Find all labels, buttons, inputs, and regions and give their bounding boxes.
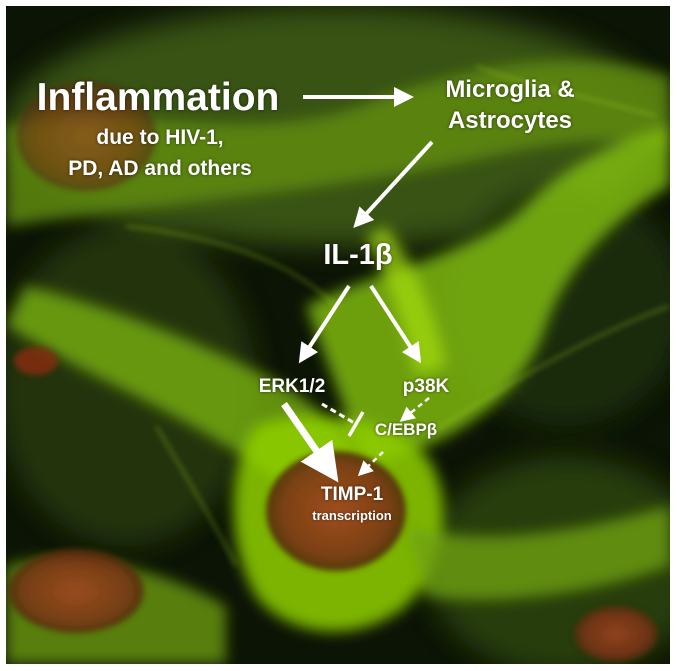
micrograph-panel: Inflammation due to HIV-1, PD, AD and ot… [6,6,670,664]
arrow-glia-to-il1b [353,140,434,228]
erk-label: ERK1/2 [258,376,326,397]
timp1-label: TIMP-1 [320,484,384,505]
glia-label-line1: Microglia & [445,76,575,103]
pathway-arrows [281,87,434,483]
cell-micrograph-background [6,6,670,664]
cebpb-label: C/EBPβ [374,420,438,439]
arrow-il1b-to-p38k [369,284,422,364]
p38k-label: p38K [402,376,450,397]
inflammation-subtitle-line1: due to HIV-1, [96,126,224,149]
arrow-p38k-to-cebpb [399,397,430,422]
inflammation-title: Inflammation [36,76,280,119]
il1b-label: IL-1β [323,239,393,271]
inhibition-erk-to-cebpb [321,402,365,437]
arrow-erk-to-timp1 [281,402,339,483]
inflammation-subtitle-line2: PD, AD and others [68,157,252,180]
arrow-cebpb-to-timp1 [357,451,384,477]
timp1-transcription-label: transcription [312,508,392,523]
glia-label-line2: Astrocytes [447,107,573,134]
arrow-il1b-to-erk [298,284,351,364]
